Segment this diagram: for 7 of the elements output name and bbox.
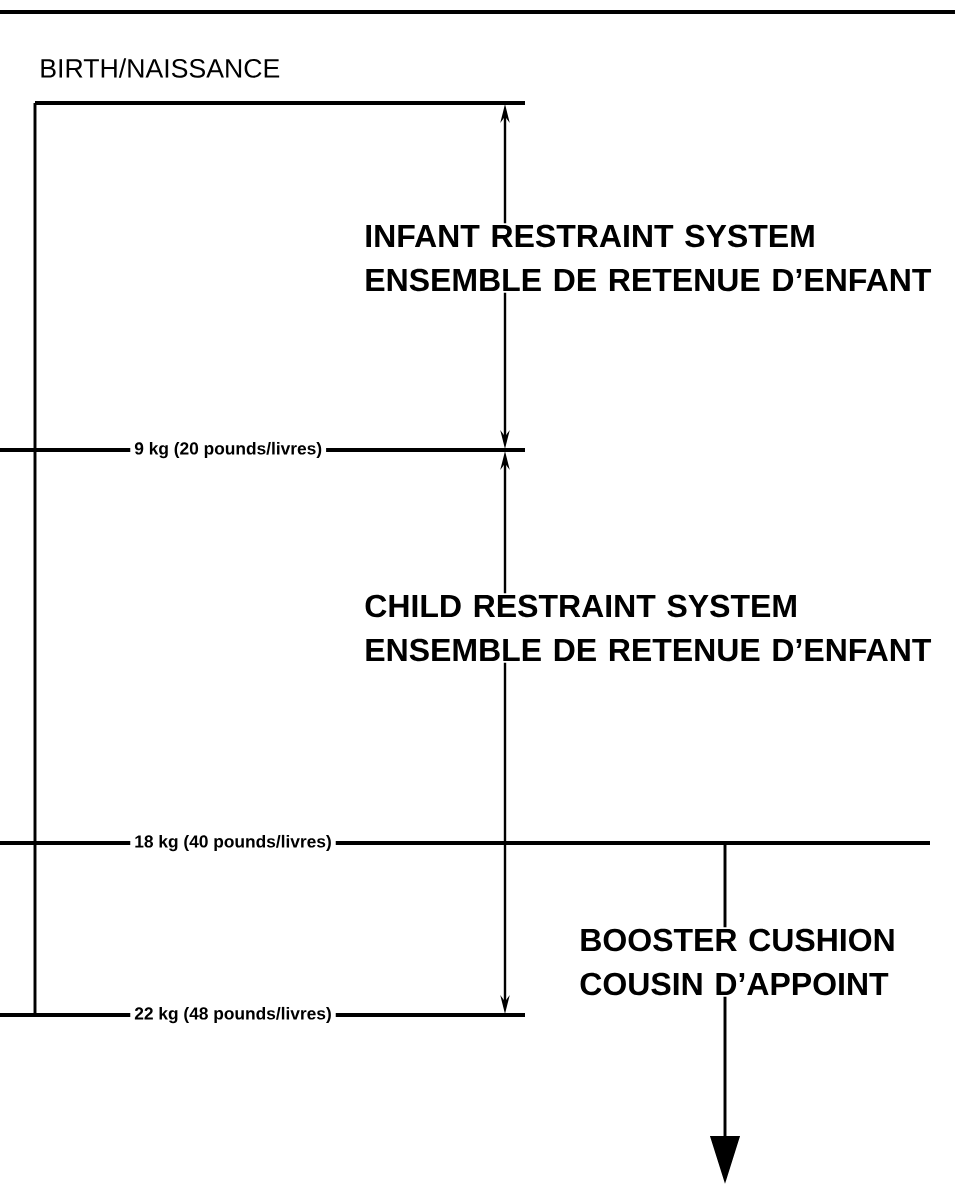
stage-label: CHILD RESTRAINT SYSTEM ENSEMBLE DE RETENUE D’ENFANT: [360, 593, 955, 663]
heading: BIRTH/NAISSANCE: [35, 56, 285, 80]
weight-label: 22 kg (48 pounds/livres): [130, 1005, 336, 1025]
stage-label: BOOSTER CUSHION COUSIN D’APPOINT: [575, 927, 910, 997]
weight-label: 9 kg (20 pounds/livres): [130, 440, 327, 460]
weight-label: 18 kg (40 pounds/livres): [130, 833, 336, 853]
stage-label: INFANT RESTRAINT SYSTEM ENSEMBLE DE RETENUE D’ENFANT: [360, 223, 955, 293]
